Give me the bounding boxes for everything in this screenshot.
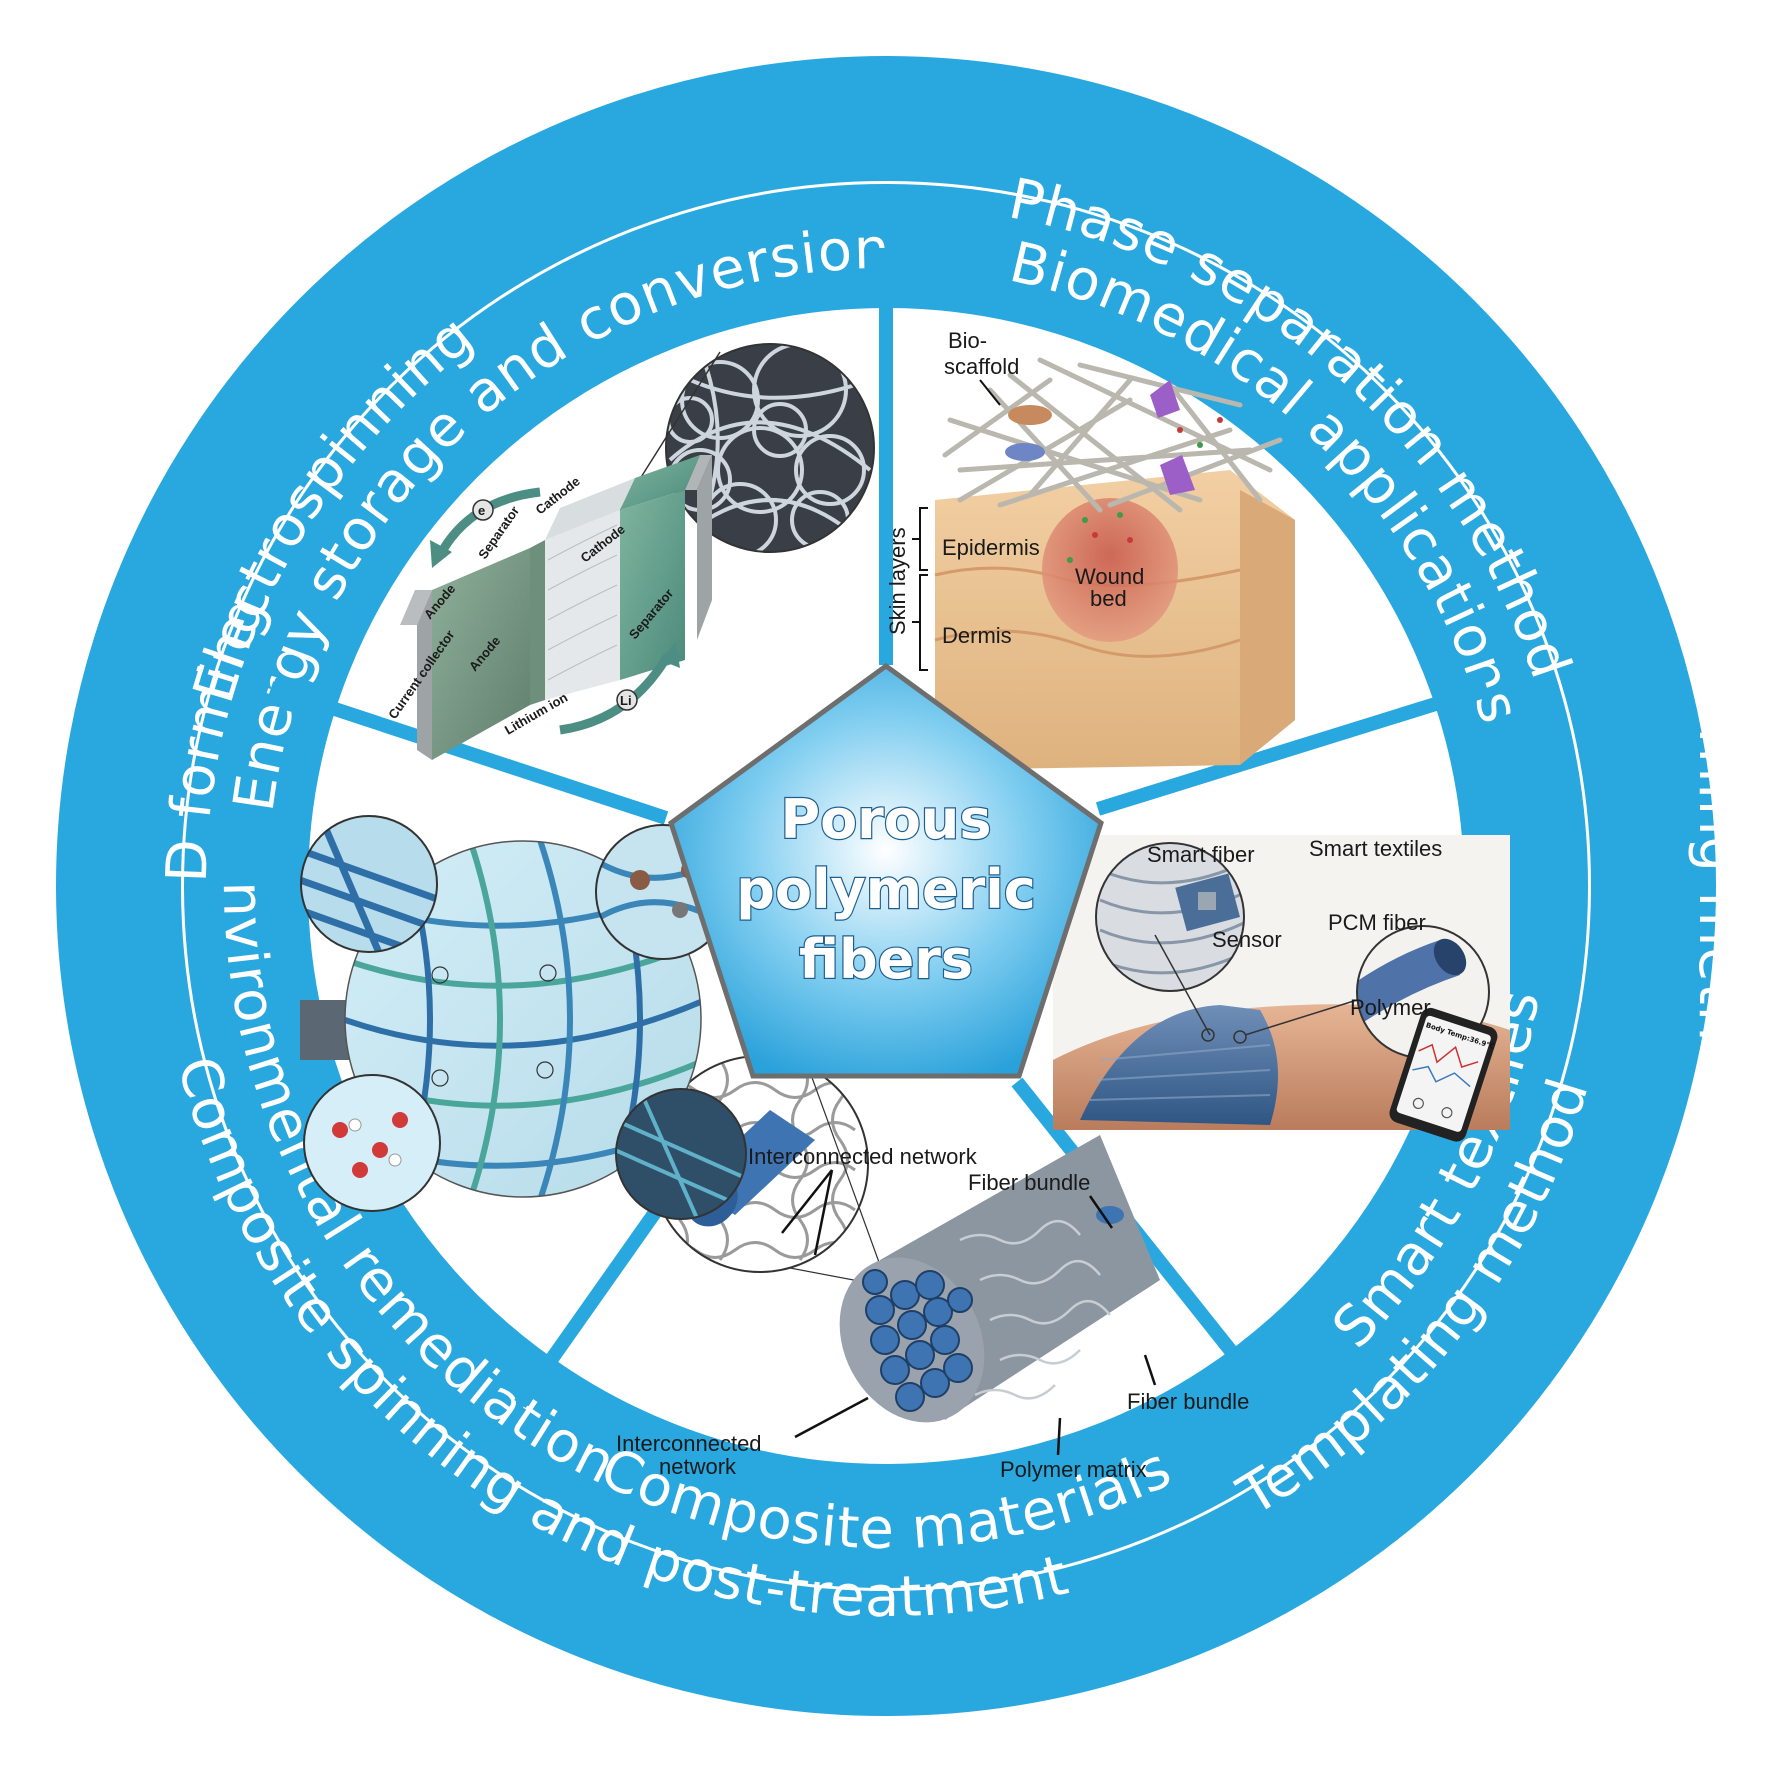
label-polymer: Polymer	[1350, 995, 1431, 1020]
label-polymer-matrix: Polymer matrix	[1000, 1457, 1147, 1482]
label-interconnected-top: Interconnected network	[748, 1144, 978, 1169]
label-fiber-bundle-right: Fiber bundle	[1127, 1389, 1249, 1414]
panel-smart-textiles: Body Temp:36.9°C Smart fiber Smart texti…	[1053, 835, 1510, 1142]
growth-factors	[1067, 417, 1223, 563]
outer-ring	[56, 56, 1716, 1716]
textile-zoom-fiber	[1096, 843, 1244, 991]
textile-zoom1-border	[1095, 842, 1245, 992]
spoke-left	[268, 681, 669, 825]
center-title-line-2: polymeric	[736, 858, 1036, 921]
label-epidermis: Epidermis	[942, 535, 1040, 560]
lithium-badge	[616, 689, 638, 711]
wound-bed-area	[1042, 498, 1178, 642]
env-zoom-br	[616, 1089, 746, 1219]
label-fiber-bundle-top: Fiber bundle	[968, 1170, 1090, 1195]
panel-energy-storage: Cathode Separator Cathode Anode Separato…	[385, 343, 875, 760]
label-li: Li	[620, 693, 632, 708]
bracket-epidermis	[912, 507, 928, 571]
panel-biomedical: Bio- scaffold Skin layers Epidermis Woun…	[885, 328, 1295, 770]
fiber-bundle-cylinder	[839, 1135, 1160, 1423]
label-smart-fiber: Smart fiber	[1147, 842, 1255, 867]
label-interconnected-left-1: Interconnected	[616, 1431, 762, 1456]
center-title-line-1: Porous	[781, 788, 992, 851]
label-scaffold: scaffold	[944, 354, 1019, 379]
cell-4	[1160, 455, 1195, 495]
cell-3	[1150, 380, 1180, 418]
center-title-line-3: fibers	[799, 928, 973, 991]
ring-divider	[181, 181, 1591, 1591]
panel-environmental	[300, 815, 747, 1220]
label-electron: e	[478, 503, 485, 518]
label-smart-textiles: Smart textiles	[1309, 836, 1442, 861]
outer-label-foaming: Foaming method	[1686, 626, 1751, 1114]
label-pcm-fiber: PCM fiber	[1328, 910, 1426, 935]
energy-zoom-border	[665, 343, 875, 553]
electron-badge	[472, 499, 494, 521]
label-skin-layers: Skin layers	[885, 527, 910, 635]
smart-sleeve	[1080, 1005, 1278, 1125]
label-interconnected-left-2: network	[659, 1454, 737, 1479]
center-pentagon: Porous polymeric fibers	[668, 662, 1104, 1079]
inner-ring	[184, 184, 1588, 1588]
label-wound: Wound	[1075, 564, 1144, 589]
bracket-dermis	[912, 574, 928, 671]
panel-composite: Interconnected network Fiber bundle Fibe…	[616, 1055, 1249, 1482]
label-dermis: Dermis	[942, 623, 1012, 648]
phone: Body Temp:36.9°C	[1389, 1007, 1498, 1142]
label-bed: bed	[1090, 586, 1127, 611]
cell-2	[1005, 443, 1045, 461]
env-zoom-bl	[304, 1075, 440, 1211]
label-bio: Bio-	[948, 328, 987, 353]
cell-1	[1008, 405, 1052, 425]
label-sensor: Sensor	[1212, 927, 1282, 952]
bio-scaffold	[942, 357, 1283, 513]
spoke-right	[1095, 681, 1490, 816]
